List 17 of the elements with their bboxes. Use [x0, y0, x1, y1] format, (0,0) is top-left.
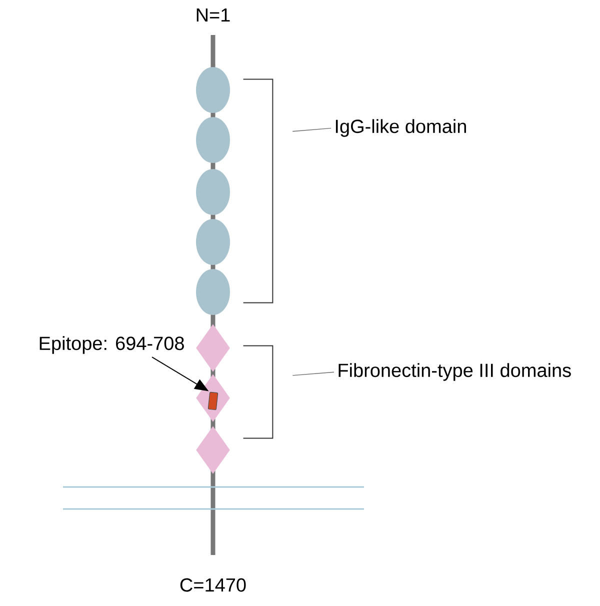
label: C=1470 [180, 578, 246, 592]
leader-line [292, 372, 334, 376]
leader-line [292, 128, 332, 132]
bracket [242, 345, 274, 439]
domain-label: IgG-like domain [336, 119, 466, 137]
fibronectin-domain [196, 324, 230, 372]
ig-domain [196, 117, 230, 163]
label: N=1 [196, 8, 230, 22]
ig-domain [196, 219, 230, 265]
domain-label: Fibronectin-type III domains [338, 363, 571, 381]
ig-domain [196, 169, 230, 215]
domain-label: Epitope: 694-708 [40, 336, 184, 354]
epitope-mark [208, 392, 218, 410]
ig-domain [196, 67, 230, 113]
bracket [242, 78, 274, 304]
fibronectin-domain [196, 426, 230, 474]
ig-domain [196, 269, 230, 315]
